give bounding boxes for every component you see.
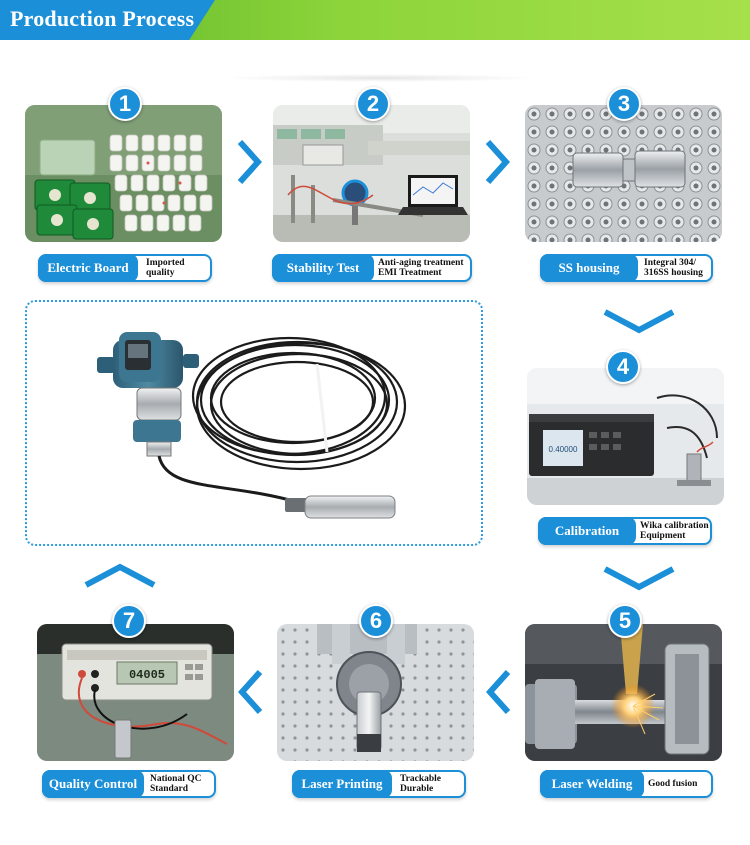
step-5-caption: Laser Welding Good fusion [540, 770, 713, 798]
header-banner: Production Process [0, 0, 750, 40]
step-3-note: Integral 304/ 316SS housing [644, 258, 703, 278]
step-4-note: Wika calibration Equipment [640, 521, 709, 541]
stability-test-image [273, 105, 470, 242]
step-2-note: Anti-aging treatment EMI Treatment [378, 258, 464, 278]
step-5-photo [525, 624, 722, 761]
step-2-name: Stability Test [272, 254, 374, 282]
chevron-left-icon [486, 668, 512, 716]
laser-printing-image [277, 624, 474, 761]
chevron-right-icon [236, 138, 262, 186]
step-4-caption: Calibration Wika calibration Equipment [538, 517, 712, 545]
pressure-transmitter-image [97, 332, 407, 519]
chevron-up-icon [82, 563, 158, 589]
step-5-note: Good fusion [648, 779, 698, 789]
step-3-name: SS housing [540, 254, 638, 282]
step-2-photo [273, 105, 470, 242]
step-1-photo [25, 105, 222, 242]
page-title: Production Process [10, 6, 195, 31]
calibration-image: 0.40000 [527, 368, 724, 505]
step-1-caption: Electric Board Imported quality [38, 254, 212, 282]
step-5-name: Laser Welding [540, 770, 644, 798]
step-7-note: National QC Standard [150, 774, 202, 794]
multimeter-display-value: 04005 [129, 668, 165, 682]
step-4-name: Calibration [538, 517, 636, 545]
banner-blue-tab [0, 0, 215, 40]
chevron-right-icon [484, 138, 510, 186]
product-showcase [25, 300, 483, 546]
step-4-number-badge: 4 [606, 350, 640, 384]
chevron-left-icon [238, 668, 264, 716]
step-3-caption: SS housing Integral 304/ 316SS housing [540, 254, 713, 282]
step-6-photo [277, 624, 474, 761]
step-1-number-badge: 1 [108, 87, 142, 121]
banner-shadow [220, 74, 540, 82]
chevron-down-icon [601, 308, 677, 334]
step-6-note: Trackable Durable [400, 774, 441, 794]
step-7-name: Quality Control [42, 770, 144, 798]
chevron-down-icon [601, 565, 677, 591]
quality-control-image: 04005 [37, 624, 234, 761]
step-5-number-badge: 5 [608, 604, 642, 638]
step-6-name: Laser Printing [292, 770, 392, 798]
step-1-note: Imported quality [146, 258, 185, 278]
step-2-caption: Stability Test Anti-aging treatment EMI … [272, 254, 472, 282]
step-7-number-badge: 7 [112, 604, 146, 638]
step-4-photo: 0.40000 [527, 368, 724, 505]
electric-board-image [25, 105, 222, 242]
step-6-number-badge: 6 [359, 604, 393, 638]
step-6-caption: Laser Printing Trackable Durable [292, 770, 466, 798]
laser-welding-image [525, 624, 722, 761]
step-7-caption: Quality Control National QC Standard [42, 770, 216, 798]
step-2-number-badge: 2 [356, 87, 390, 121]
step-3-photo [525, 105, 722, 242]
step-1-name: Electric Board [38, 254, 138, 282]
calibrator-display-value: 0.40000 [549, 445, 578, 454]
ss-housing-image [525, 105, 722, 242]
step-7-photo: 04005 [37, 624, 234, 761]
step-3-number-badge: 3 [607, 87, 641, 121]
